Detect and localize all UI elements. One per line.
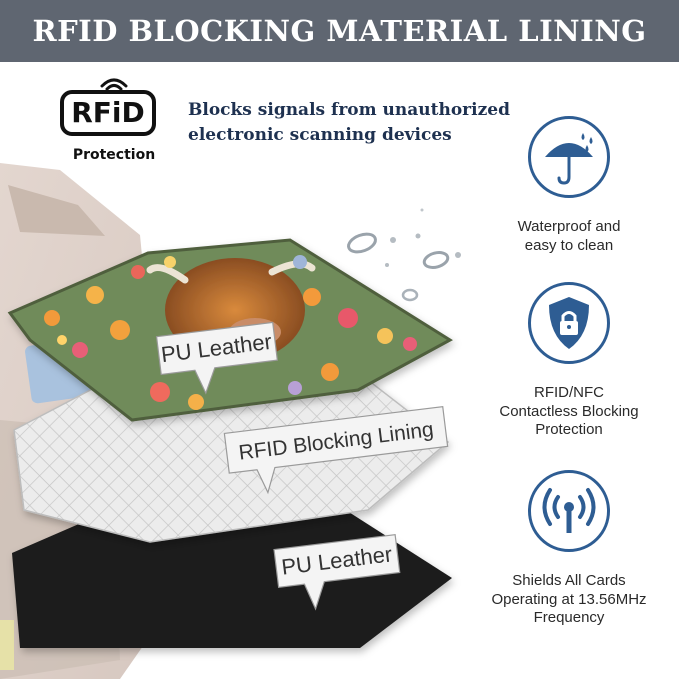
feature-text: Waterproof and (517, 218, 621, 235)
callout-pu-leather-bottom: PU Leather (273, 534, 401, 611)
title-banner (0, 0, 679, 62)
layer-pu-leather-bottom (12, 500, 452, 648)
tagline: Blocks signals from unauthorized electro… (188, 98, 528, 148)
rfid-badge-frame (60, 90, 156, 136)
signal-antenna-icon (542, 488, 596, 533)
feature-icon-frequency (528, 470, 610, 552)
rfid-badge-caption: Protection (72, 147, 156, 163)
feature-text: easy to clean (524, 236, 614, 254)
feature-icon-rfid-nfc (528, 282, 610, 364)
umbrella-rain-icon (545, 133, 593, 185)
layer-exploded-view: PU Leather RFID Blocking Lining PU Leath… (0, 163, 461, 679)
tagline-line-1: Blocks signals from unauthorized (188, 100, 510, 120)
feature-text: RFID/NFC (534, 384, 604, 401)
rfid-badge-word: RFiD (71, 96, 145, 129)
feature-icon-waterproof (528, 116, 610, 198)
feature-label-waterproof: Waterproof and easy to clean (484, 218, 654, 255)
feature-text: Frequency (533, 609, 605, 626)
water-splash (347, 208, 461, 302)
feature-text: Shields All Cards (512, 572, 626, 589)
rfid-protection-badge: RFiD Protection (58, 72, 166, 170)
callout-pu-leather-top: PU Leather (155, 321, 279, 395)
shield-lock-icon (549, 297, 589, 349)
tagline-line-2: electronic scanning devices (188, 125, 452, 145)
feature-label-rfid-nfc: RFID/NFC Contactless Blocking Protection (484, 384, 654, 440)
feature-text: Contactless Blocking (499, 402, 639, 420)
feature-text: Protection (535, 421, 603, 438)
feature-text: Operating at 13.56MHz (491, 590, 647, 608)
banner-title: RFID BLOCKING MATERIAL LINING (32, 14, 647, 48)
feature-label-frequency: Shields All Cards Operating at 13.56MHz … (484, 572, 654, 628)
